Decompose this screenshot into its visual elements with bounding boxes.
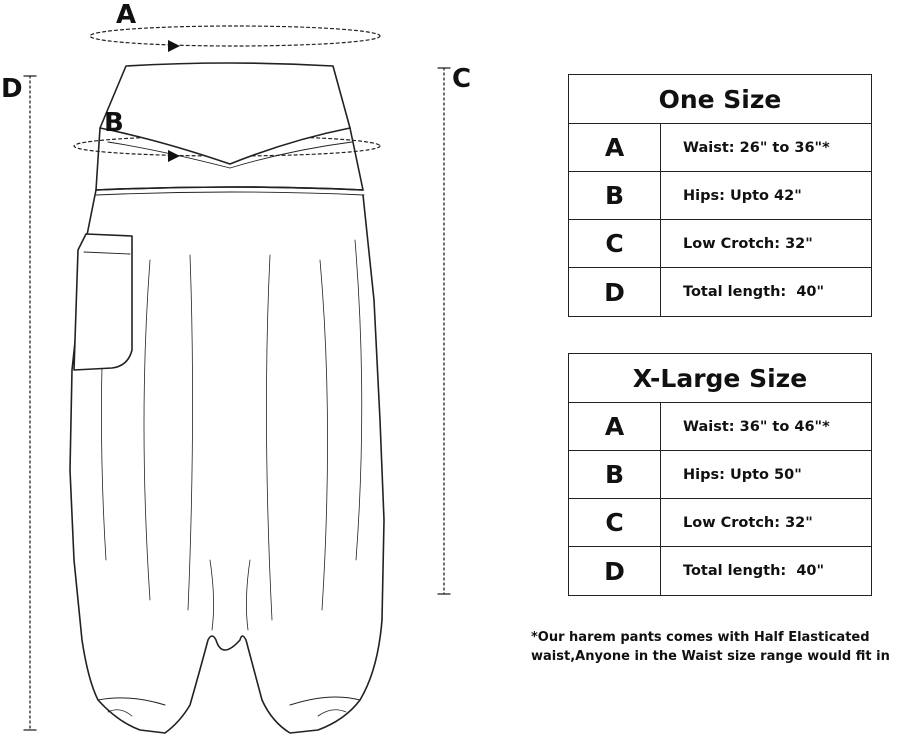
waist-measure-ellipse [89,25,381,47]
table-row: D Total length: 40" [569,268,871,316]
row-value: Low Crotch: 32" [683,514,813,531]
measure-label-b: B [104,108,124,138]
measure-label-a: A [116,0,137,30]
row-key: A [569,403,661,450]
table-title: One Size [569,75,871,124]
table-row: D Total length: 40" [569,547,871,595]
measure-label-c: C [452,64,472,94]
row-value: Waist: 26" to 36"* [683,139,830,156]
row-key: D [569,547,661,595]
hip-arrow [168,150,180,162]
waist-footnote: *Our harem pants comes with Half Elastic… [531,628,916,666]
table-row: C Low Crotch: 32" [569,220,871,268]
table-row: A Waist: 26" to 36"* [569,124,871,172]
waist-arrow [168,40,180,52]
row-key: D [569,268,661,316]
xlarge-size-table: X-Large Size A Waist: 36" to 46"* B Hips… [568,353,872,596]
footnote-line: waist,Anyone in the Waist size range wou… [531,649,890,664]
footnote-line: *Our harem pants comes with Half Elastic… [531,630,870,645]
one-size-table: One Size A Waist: 26" to 36"* B Hips: Up… [568,74,872,317]
table-row: A Waist: 36" to 46"* [569,403,871,451]
waistband [99,62,351,165]
row-value: Hips: Upto 50" [683,466,802,483]
row-value: Total length: 40" [683,284,825,300]
side-pocket [73,233,133,371]
row-value: Low Crotch: 32" [683,235,813,252]
row-value: Total length: 40" [683,563,825,579]
table-row: B Hips: Upto 42" [569,172,871,220]
row-key: A [569,124,661,171]
row-value: Hips: Upto 42" [683,187,802,204]
row-key: C [569,220,661,267]
row-key: B [569,172,661,219]
pants-drawing [23,25,451,734]
measure-label-d: D [1,74,23,104]
row-key: C [569,499,661,546]
pants-diagram: A B C D [0,0,471,739]
table-row: C Low Crotch: 32" [569,499,871,547]
row-key: B [569,451,661,498]
table-row: B Hips: Upto 50" [569,451,871,499]
row-value: Waist: 36" to 46"* [683,418,830,435]
table-title: X-Large Size [569,354,871,403]
pants-outline [69,189,385,734]
